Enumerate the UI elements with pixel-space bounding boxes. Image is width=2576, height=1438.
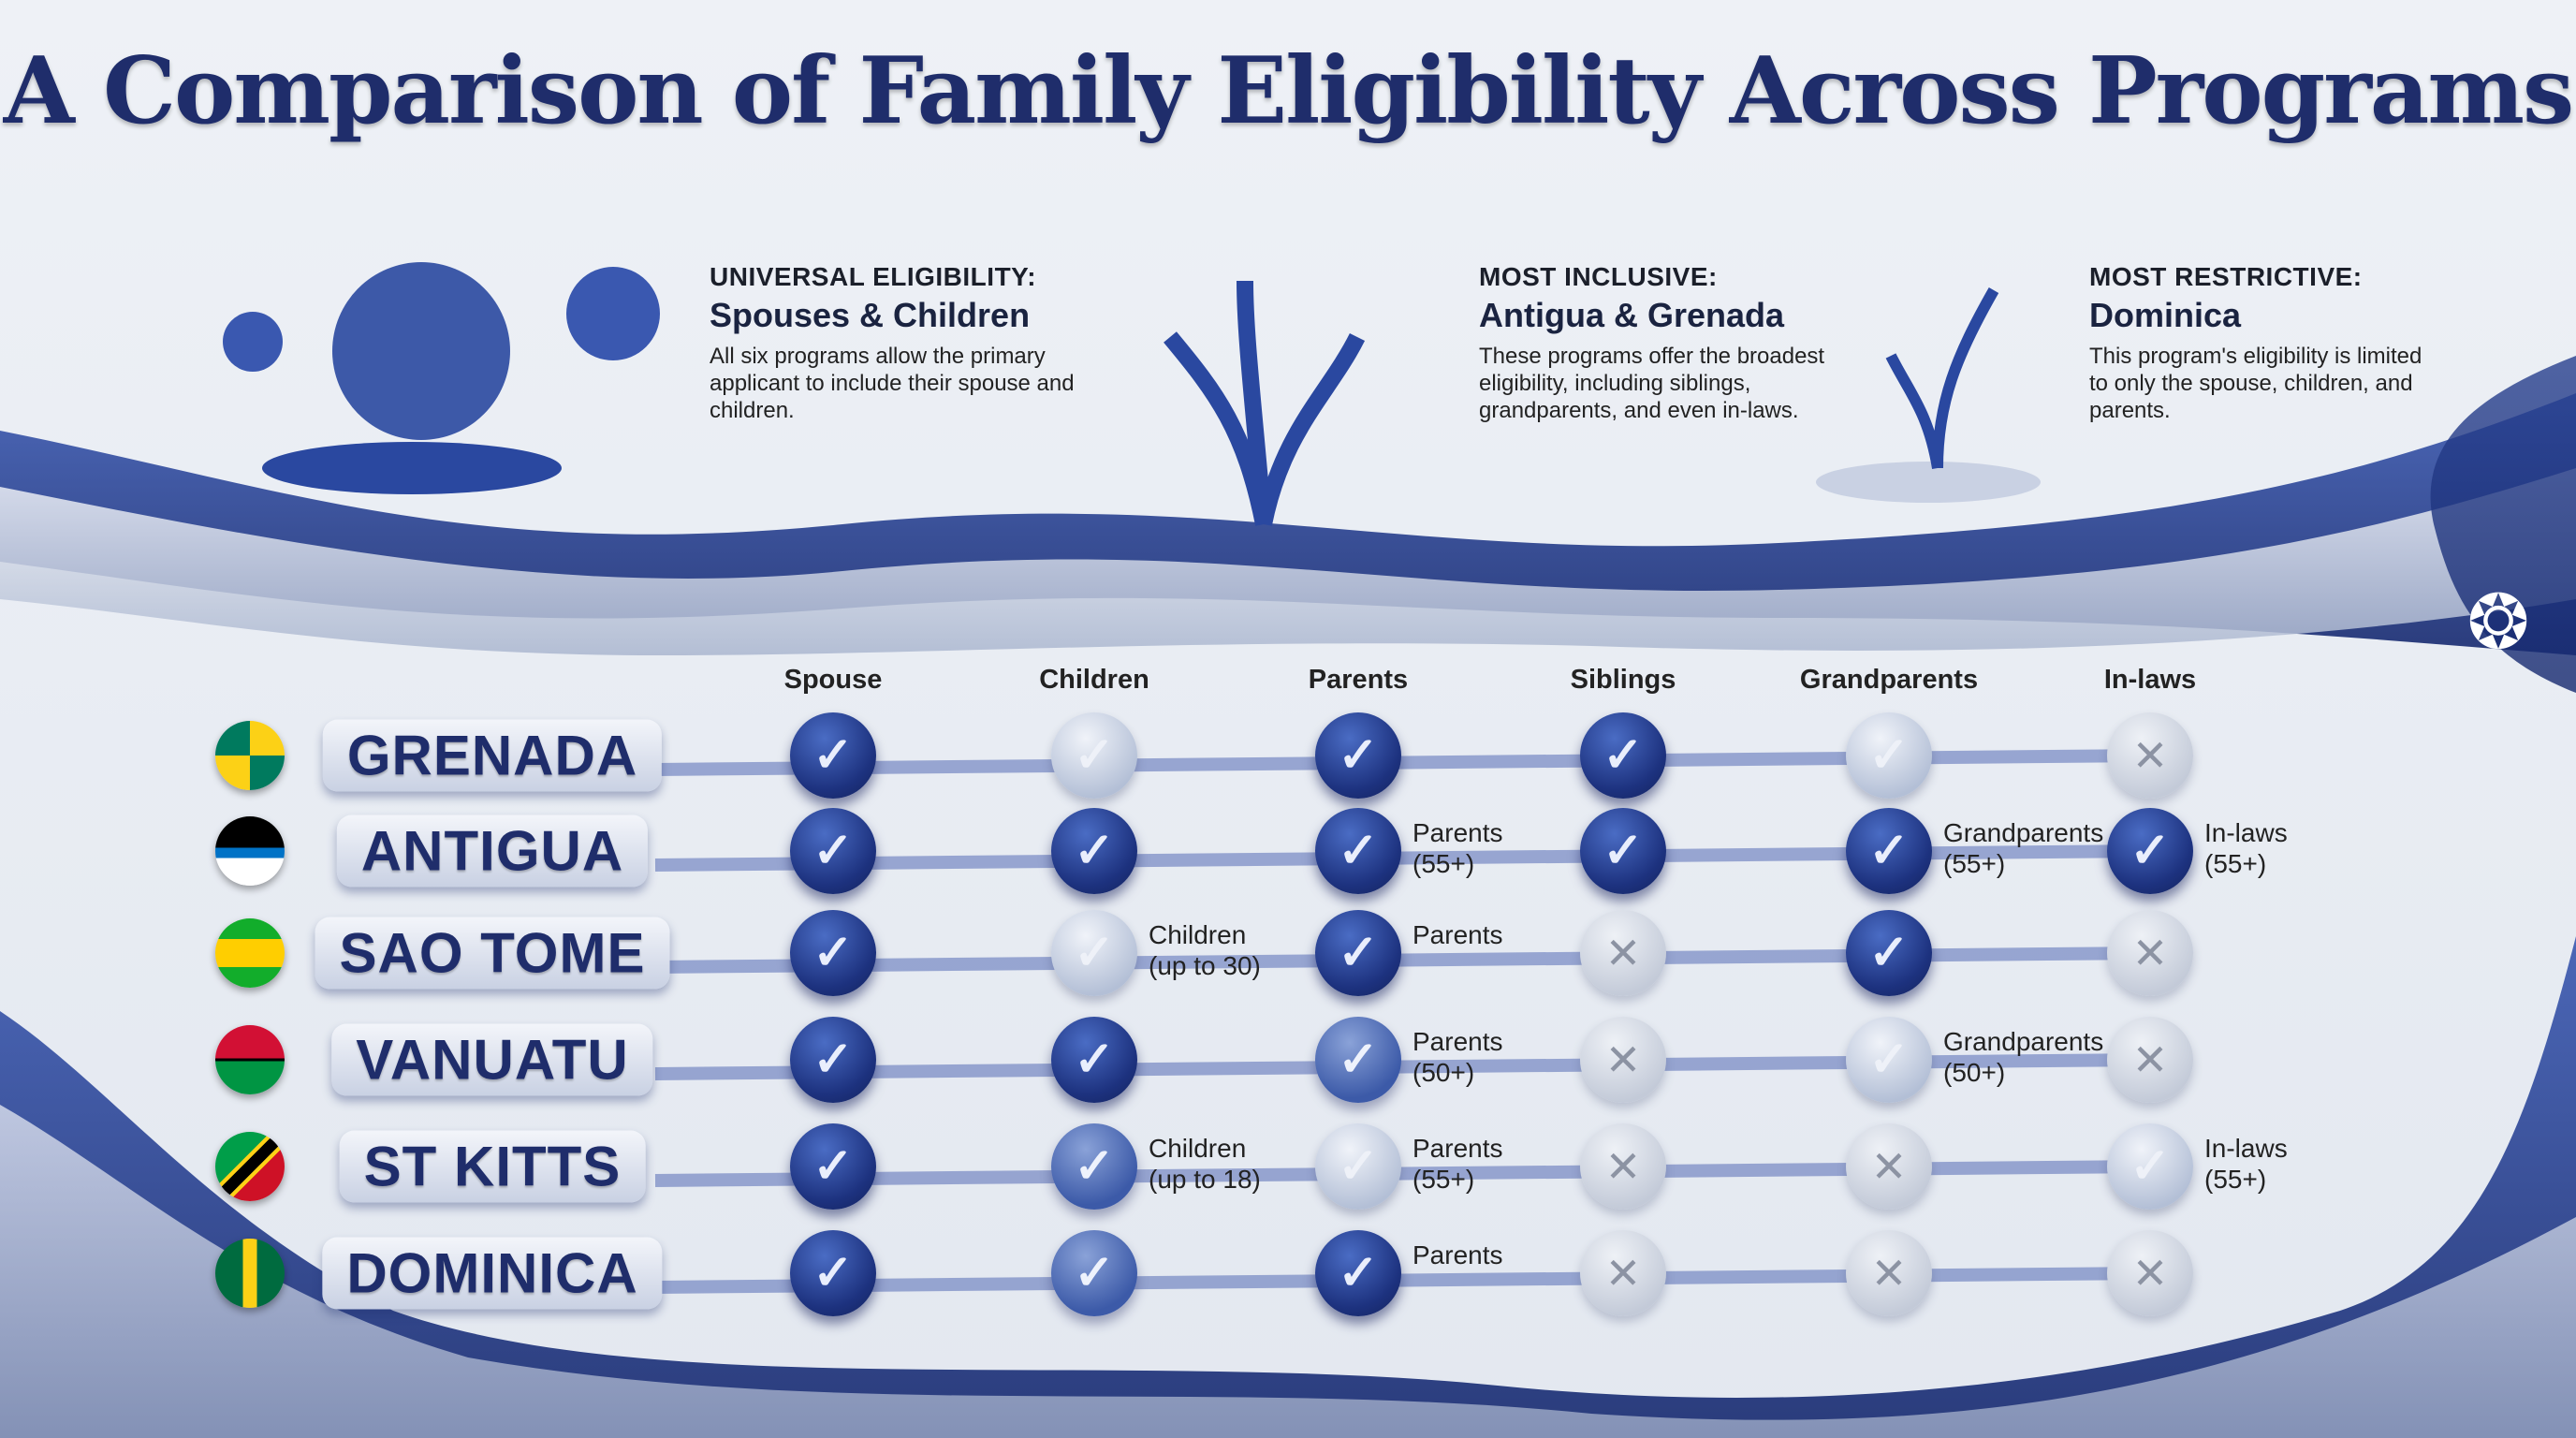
check-icon: ✓ (790, 910, 876, 996)
check-icon: ✓ (1315, 712, 1401, 799)
check-icon: ✓ (1315, 808, 1401, 894)
check-icon: ✓ (1846, 808, 1932, 894)
eligibility-note: In-laws (55+) (2204, 1134, 2288, 1194)
cross-icon: ✕ (1580, 1123, 1666, 1210)
country-label: DOMINICA (322, 1237, 663, 1310)
eligibility-note: Grandparents (50+) (1943, 1027, 2104, 1087)
flag-vanuatu-icon (215, 1025, 285, 1094)
callout-text: These programs offer the broadest eligib… (1479, 344, 1825, 423)
flag-dominica-icon (215, 1239, 285, 1308)
eligibility-note: Children (up to 18) (1149, 1134, 1261, 1194)
check-icon: ✓ (1051, 1017, 1137, 1103)
callout-text: This program's eligibility is limited to… (2089, 344, 2422, 423)
flag-saotome-icon (215, 918, 285, 988)
check-icon: ✓ (1051, 712, 1137, 799)
column-header-parents: Parents (1308, 665, 1409, 695)
check-icon: ✓ (1580, 712, 1666, 799)
check-icon: ✓ (790, 808, 876, 894)
cross-icon: ✕ (1580, 910, 1666, 996)
check-icon: ✓ (1846, 712, 1932, 799)
cross-icon: ✕ (2107, 1230, 2193, 1316)
country-label: GRENADA (322, 719, 663, 792)
flag-stkitts-icon (215, 1132, 285, 1201)
callout-heading: Spouses & Children (710, 296, 1031, 334)
check-icon: ✓ (1315, 1123, 1401, 1210)
brand-logo-icon: ❂ (2466, 580, 2530, 664)
column-header-siblings: Siblings (1570, 665, 1676, 695)
country-label: ST KITTS (339, 1130, 646, 1203)
cross-icon: ✕ (1846, 1230, 1932, 1316)
check-icon: ✓ (1051, 910, 1137, 996)
callout-kicker: MOST RESTRICTIVE: (2089, 262, 2363, 291)
check-icon: ✓ (1051, 808, 1137, 894)
cross-icon: ✕ (2107, 910, 2193, 996)
callout-kicker: MOST INCLUSIVE: (1479, 262, 1718, 291)
check-icon: ✓ (1315, 910, 1401, 996)
cross-icon: ✕ (1580, 1017, 1666, 1103)
check-icon: ✓ (790, 1123, 876, 1210)
cross-icon: ✕ (1846, 1123, 1932, 1210)
column-header-spouse: Spouse (783, 665, 883, 695)
callout-text: All six programs allow the primary appli… (710, 344, 1075, 423)
eligibility-note: Parents (1412, 920, 1503, 949)
eligibility-note: Parents (50+) (1412, 1027, 1503, 1087)
check-icon: ✓ (1846, 1017, 1932, 1103)
callout-heading: Antigua & Grenada (1479, 296, 1785, 334)
flag-grenada-icon (215, 721, 285, 790)
check-icon: ✓ (1580, 808, 1666, 894)
check-icon: ✓ (790, 712, 876, 799)
eligibility-note: Children (up to 30) (1149, 920, 1261, 980)
callout-kicker: UNIVERSAL ELIGIBILITY: (710, 262, 1037, 291)
column-header-in-laws: In-laws (2103, 665, 2197, 695)
country-label: VANUATU (331, 1023, 653, 1096)
column-header-grandparents: Grandparents (1799, 665, 1979, 695)
country-label: SAO TOME (315, 917, 670, 990)
cross-icon: ✕ (2107, 712, 2193, 799)
cross-icon: ✕ (1580, 1230, 1666, 1316)
check-icon: ✓ (2107, 808, 2193, 894)
flag-antigua-icon (215, 816, 285, 886)
callout-restrictive: MOST RESTRICTIVE: Dominica This program'… (2089, 262, 2426, 424)
cross-icon: ✕ (2107, 1017, 2193, 1103)
check-icon: ✓ (1051, 1230, 1137, 1316)
country-label: ANTIGUA (336, 814, 649, 888)
eligibility-note: Parents (55+) (1412, 1134, 1503, 1194)
check-icon: ✓ (790, 1017, 876, 1103)
check-icon: ✓ (1315, 1017, 1401, 1103)
page-title: A Comparison of Family Eligibility Acros… (3, 37, 2574, 145)
column-header-children: Children (1039, 665, 1149, 695)
check-icon: ✓ (2107, 1123, 2193, 1210)
callout-heading: Dominica (2089, 296, 2242, 334)
check-icon: ✓ (1051, 1123, 1137, 1210)
check-icon: ✓ (1846, 910, 1932, 996)
check-icon: ✓ (1315, 1230, 1401, 1316)
check-icon: ✓ (790, 1230, 876, 1316)
eligibility-note: In-laws (55+) (2204, 818, 2288, 878)
callout-universal: UNIVERSAL ELIGIBILITY: Spouses & Childre… (710, 262, 1103, 424)
eligibility-note: Parents (1412, 1240, 1503, 1269)
eligibility-note: Grandparents (55+) (1943, 818, 2104, 878)
eligibility-note: Parents (55+) (1412, 818, 1503, 878)
callout-inclusive: MOST INCLUSIVE: Antigua & Grenada These … (1479, 262, 1872, 424)
